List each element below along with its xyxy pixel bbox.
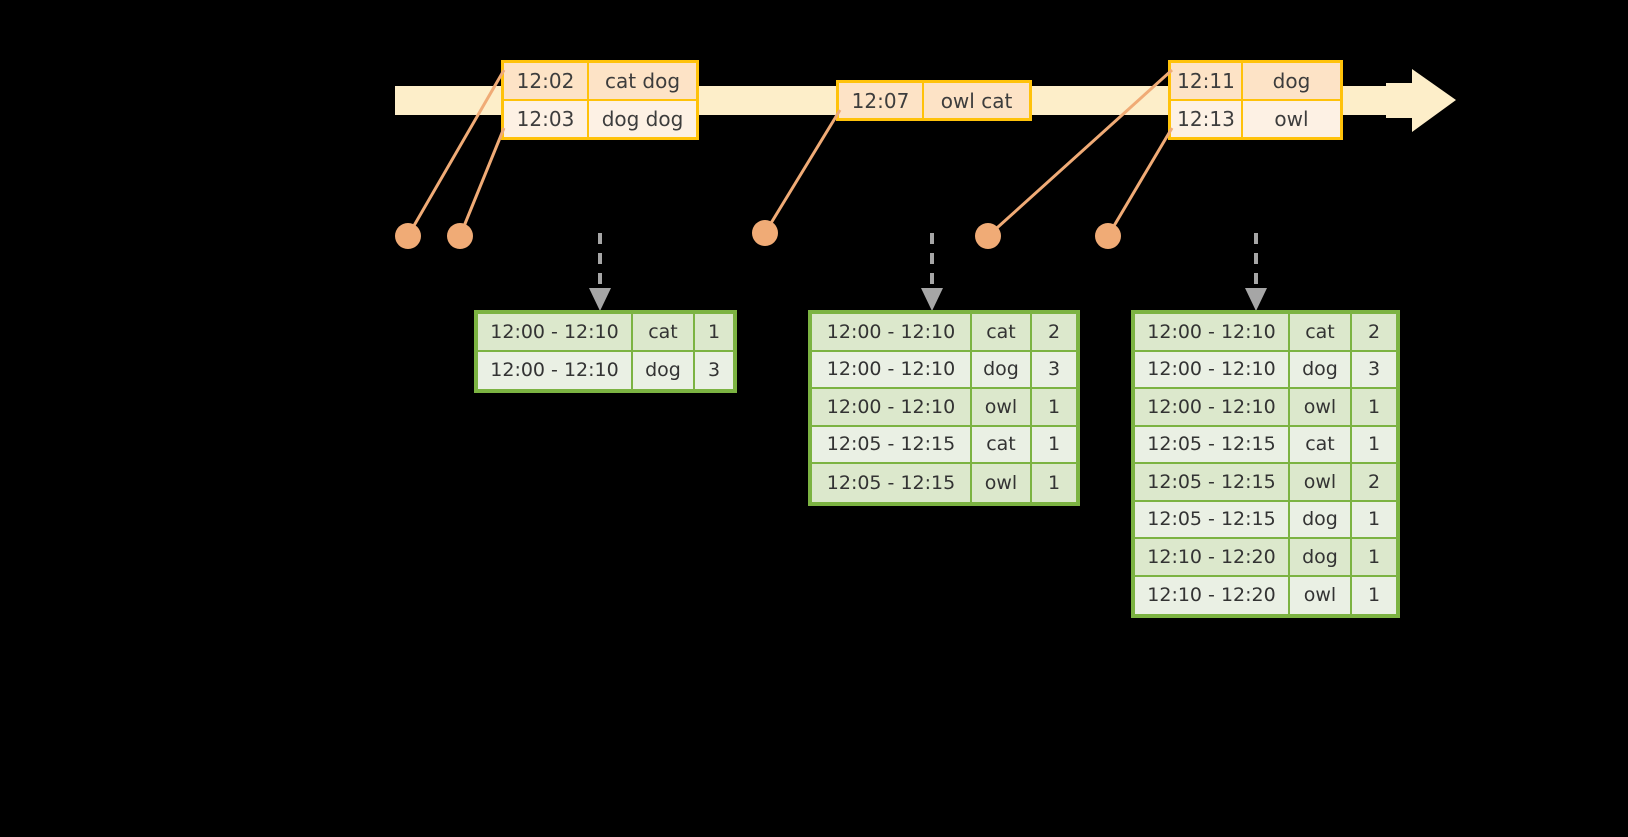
event-time: 12:13 — [1171, 101, 1243, 137]
event-box-2[interactable]: 12:07 owl cat — [836, 80, 1032, 121]
leader-line-3 — [763, 109, 842, 234]
table-cell-window: 12:00 - 12:10 — [1135, 389, 1290, 427]
table-cell-count: 2 — [1032, 314, 1076, 352]
table-cell-count: 2 — [1352, 464, 1396, 502]
dashed-arrow-3 — [1245, 233, 1267, 311]
table-cell-window: 12:00 - 12:10 — [1135, 351, 1290, 389]
table-cell-window: 12:10 - 12:20 — [1135, 576, 1290, 614]
table-cell-count: 1 — [1352, 389, 1396, 427]
table-cell-window: 12:05 - 12:15 — [812, 464, 972, 502]
event-box-3[interactable]: 12:11 dog 12:13 owl — [1168, 60, 1343, 140]
leader-line-2 — [458, 127, 506, 237]
table-cell-count: 3 — [1032, 351, 1076, 389]
table-cell-count: 3 — [1352, 351, 1396, 389]
table-cell-word: owl — [1290, 464, 1352, 502]
table-cell-word: cat — [1290, 426, 1352, 464]
event-words: cat dog — [589, 63, 696, 99]
event-words: dog — [1243, 63, 1340, 99]
table-cell-word: cat — [633, 314, 695, 352]
event-dot-4[interactable] — [975, 223, 1001, 249]
event-words: dog dog — [589, 101, 696, 137]
table-cell-window: 12:00 - 12:10 — [812, 389, 972, 427]
event-row: 12:11 dog — [1171, 63, 1340, 99]
table-cell-window: 12:10 - 12:20 — [1135, 539, 1290, 577]
table-cell-word: owl — [1290, 389, 1352, 427]
dashed-arrow-1 — [589, 233, 611, 311]
table-cell-count: 1 — [695, 314, 733, 352]
event-time: 12:03 — [504, 101, 589, 137]
table-cell-word: owl — [1290, 576, 1352, 614]
table-cell-word: dog — [972, 351, 1032, 389]
event-dot-3[interactable] — [752, 220, 778, 246]
table-cell-count: 1 — [1352, 501, 1396, 539]
leader-line-5 — [1106, 127, 1174, 237]
table-cell-count: 1 — [1032, 389, 1076, 427]
event-dot-2[interactable] — [447, 223, 473, 249]
table-cell-count: 1 — [1032, 426, 1076, 464]
table-cell-word: owl — [972, 464, 1032, 502]
event-time: 12:11 — [1171, 63, 1243, 99]
event-time: 12:07 — [839, 83, 924, 118]
event-dot-1[interactable] — [395, 223, 421, 249]
table-cell-window: 12:00 - 12:10 — [812, 314, 972, 352]
event-row: 12:07 owl cat — [839, 83, 1029, 118]
table-cell-window: 12:05 - 12:15 — [1135, 426, 1290, 464]
event-time: 12:02 — [504, 63, 589, 99]
table-cell-count: 3 — [695, 351, 733, 389]
event-row: 12:02 cat dog — [504, 63, 696, 99]
table-cell-window: 12:05 - 12:15 — [812, 426, 972, 464]
table-cell-window: 12:00 - 12:10 — [812, 351, 972, 389]
table-cell-count: 1 — [1352, 539, 1396, 577]
table-cell-count: 1 — [1032, 464, 1076, 502]
event-words: owl — [1243, 101, 1340, 137]
table-cell-window: 12:00 - 12:10 — [1135, 314, 1290, 352]
table-cell-window: 12:00 - 12:10 — [478, 314, 633, 352]
table-cell-word: owl — [972, 389, 1032, 427]
table-cell-count: 2 — [1352, 314, 1396, 352]
table-cell-window: 12:05 - 12:15 — [1135, 464, 1290, 502]
table-cell-window: 12:00 - 12:10 — [478, 351, 633, 389]
table-cell-word: cat — [972, 314, 1032, 352]
event-row: 12:03 dog dog — [504, 99, 696, 137]
table-cell-word: dog — [1290, 539, 1352, 577]
event-box-1[interactable]: 12:02 cat dog 12:03 dog dog — [501, 60, 699, 140]
table-cell-word: dog — [633, 351, 695, 389]
table-cell-word: dog — [1290, 501, 1352, 539]
table-cell-count: 1 — [1352, 576, 1396, 614]
event-words: owl cat — [924, 83, 1029, 118]
table-cell-word: dog — [1290, 351, 1352, 389]
event-dot-5[interactable] — [1095, 223, 1121, 249]
table-cell-window: 12:05 - 12:15 — [1135, 501, 1290, 539]
table-cell-word: cat — [1290, 314, 1352, 352]
table-cell-count: 1 — [1352, 426, 1396, 464]
table-cell-word: cat — [972, 426, 1032, 464]
dashed-arrow-2 — [921, 233, 943, 311]
event-row: 12:13 owl — [1171, 99, 1340, 137]
